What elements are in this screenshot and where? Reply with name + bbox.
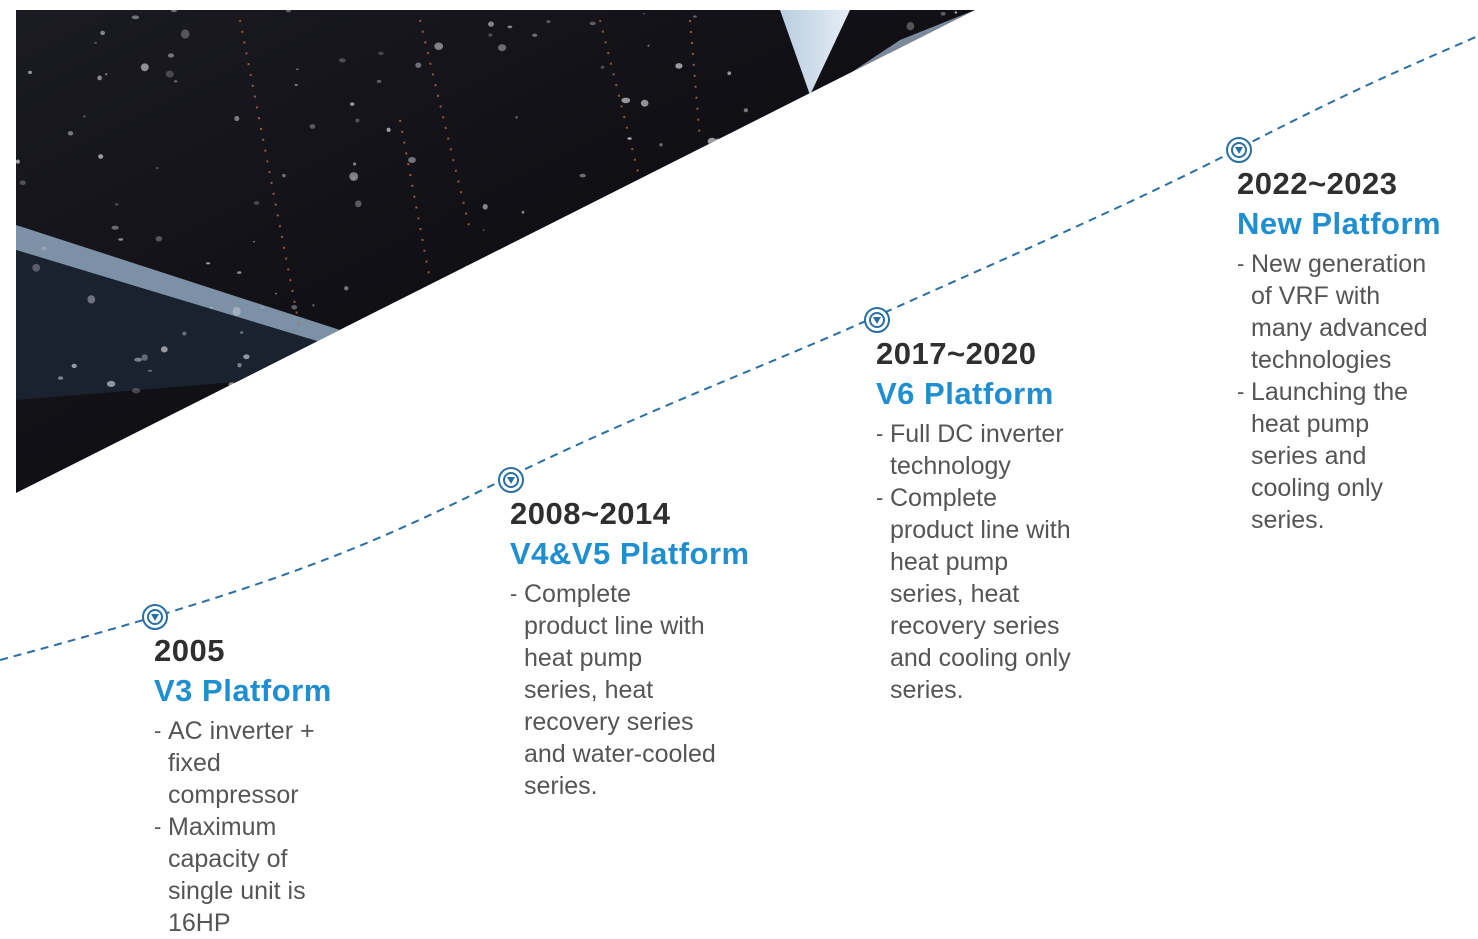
dash-icon: - <box>876 421 884 446</box>
bullet-text: New generation of VRF with many advanced… <box>1251 250 1428 374</box>
bullet-item: -Full DC inverter technology <box>876 418 1081 482</box>
milestone-bullets: -AC inverter + fixed compressor -Maximum… <box>154 715 354 939</box>
milestone-platform: V3 Platform <box>154 673 332 708</box>
dash-icon: - <box>1237 251 1245 276</box>
milestone-2008-2014: 2008~2014 V4&V5 Platform -Complete produ… <box>498 467 750 802</box>
dash-icon: - <box>1237 379 1245 404</box>
circle-target-icon <box>142 604 168 630</box>
bullet-text: AC inverter + fixed compressor <box>168 717 315 809</box>
dash-icon: - <box>154 814 162 839</box>
bullet-item: -Maximum capacity of single unit is 16HP <box>154 811 354 939</box>
dash-icon: - <box>154 718 162 743</box>
bullet-item: -New generation of VRF with many advance… <box>1237 248 1442 376</box>
bullet-item: -Launching the heat pump series and cool… <box>1237 376 1442 536</box>
circle-target-icon <box>1226 137 1252 163</box>
circle-target-icon <box>498 467 524 493</box>
bullet-text: Full DC inverter technology <box>890 420 1064 480</box>
milestone-year: 2008~2014 <box>510 496 671 531</box>
bullet-item: -Complete product line with heat pump se… <box>510 578 720 802</box>
dash-icon: - <box>510 581 518 606</box>
milestone-year: 2017~2020 <box>876 336 1037 371</box>
bullet-text: Maximum capacity of single unit is 16HP <box>168 813 306 937</box>
milestone-2017-2020: 2017~2020 V6 Platform -Full DC inverter … <box>864 307 1081 706</box>
milestone-bullets: -Complete product line with heat pump se… <box>510 578 720 802</box>
milestone-platform: New Platform <box>1237 206 1442 241</box>
milestone-2022-2023: 2022~2023 New Platform -New generation o… <box>1226 137 1442 536</box>
bullet-text: Complete product line with heat pump ser… <box>524 580 716 800</box>
bullet-text: Complete product line with heat pump ser… <box>890 484 1071 704</box>
milestone-year: 2022~2023 <box>1237 166 1398 201</box>
dash-icon: - <box>876 485 884 510</box>
milestone-platform: V6 Platform <box>876 376 1054 411</box>
milestone-year: 2005 <box>154 633 225 668</box>
circle-target-icon <box>864 307 890 333</box>
bullet-item: -AC inverter + fixed compressor <box>154 715 354 811</box>
milestone-2005: 2005 V3 Platform -AC inverter + fixed co… <box>142 604 354 939</box>
milestone-platform: V4&V5 Platform <box>510 536 750 571</box>
bullet-text: Launching the heat pump series and cooli… <box>1251 378 1409 534</box>
milestone-bullets: -New generation of VRF with many advance… <box>1237 248 1442 536</box>
milestone-bullets: -Full DC inverter technology -Complete p… <box>876 418 1081 706</box>
bullet-item: -Complete product line with heat pump se… <box>876 482 1081 706</box>
